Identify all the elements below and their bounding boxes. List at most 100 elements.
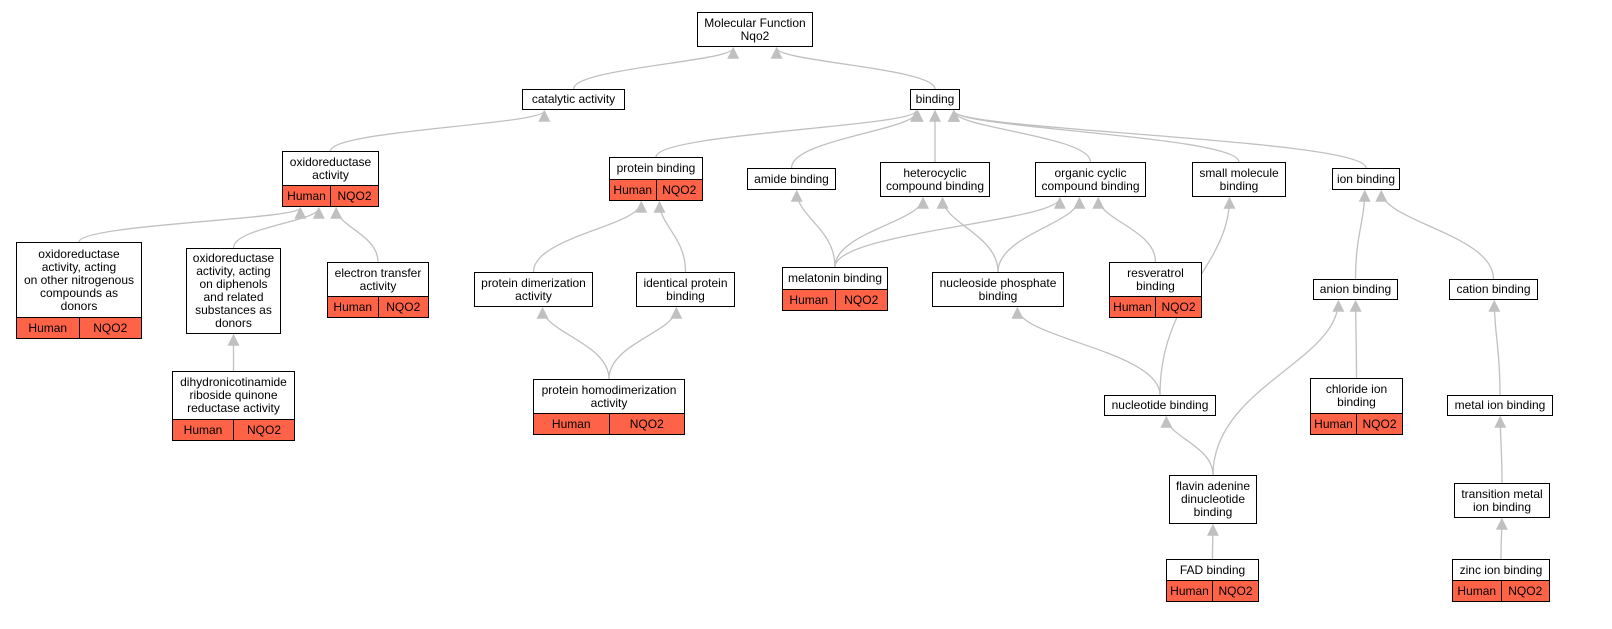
edge-bind-to-mf — [770, 46, 936, 90]
go-term-label: heterocyclic compound binding — [885, 165, 985, 193]
gene-cell: NQO2 — [1356, 414, 1402, 434]
gene-cell: NQO2 — [1212, 581, 1258, 601]
go-term-label: oxidoreductase activity — [289, 154, 372, 182]
edge-smallmol-to-bind — [948, 109, 1240, 163]
go-term-label: Molecular Function Nqo2 — [704, 15, 806, 43]
go-term-label: protein dimerization activity — [481, 275, 586, 303]
edge-melat-to-amide — [790, 189, 836, 268]
edge-oxred-to-cat — [329, 109, 551, 152]
go-term-orgcyc[interactable]: organic cyclic compound binding — [1035, 162, 1146, 197]
go-term-flavin[interactable]: flavin adenine dinucleotide binding — [1169, 475, 1257, 524]
go-term-label: flavin adenine dinucleotide binding — [1175, 479, 1251, 519]
go-term-label: catalytic activity — [531, 92, 616, 106]
go-term-dihydro[interactable]: dihydronicotinamide riboside quinone red… — [172, 371, 295, 441]
go-term-label: cation binding — [1456, 282, 1531, 296]
go-term-label: nucleotide binding — [1111, 398, 1209, 412]
edge-zinc-to-trans — [1495, 517, 1508, 560]
annotation-row: Human NQO2 — [534, 413, 684, 434]
go-term-anion[interactable]: anion binding — [1313, 279, 1398, 300]
gene-cell: NQO2 — [1155, 297, 1201, 317]
go-term-nucleo[interactable]: nucleotide binding — [1104, 395, 1216, 416]
go-term-label: identical protein binding — [643, 275, 728, 303]
gene-cell: NQO2 — [78, 318, 142, 338]
go-term-label: small molecule binding — [1199, 165, 1279, 193]
edge-protb-to-bind — [655, 109, 922, 158]
edge-etrans-to-oxred — [330, 206, 379, 263]
annotation-row: Human NQO2 — [283, 185, 378, 206]
species-cell: Human — [28, 321, 68, 335]
species-cell: Human — [551, 417, 591, 431]
edge-phomo-to-pdimer — [536, 306, 610, 380]
gene-cell: NQO2 — [330, 186, 378, 206]
go-term-ion[interactable]: ion binding — [1332, 168, 1400, 190]
edge-melat-to-hetero — [834, 196, 929, 268]
go-term-label: FAD binding — [1179, 562, 1246, 577]
go-term-trans[interactable]: transition metal ion binding — [1454, 483, 1550, 518]
edge-nucphos-to-hetero — [936, 196, 999, 273]
species-cell: Human — [1314, 417, 1353, 431]
go-term-label: ion binding — [1336, 171, 1396, 186]
go-term-metal[interactable]: metal ion binding — [1447, 395, 1553, 416]
go-term-cation[interactable]: cation binding — [1449, 279, 1538, 300]
go-term-mf[interactable]: Molecular Function Nqo2 — [697, 12, 813, 47]
go-term-amide[interactable]: amide binding — [747, 168, 836, 190]
edge-identp-to-protb — [653, 200, 687, 273]
edge-anion-to-ion — [1354, 189, 1371, 280]
edge-flavin-to-nucleo — [1160, 415, 1214, 476]
go-term-label: electron transfer activity — [334, 265, 422, 293]
go-term-label: transition metal ion binding — [1461, 486, 1543, 514]
edge-ion-to-bind — [948, 109, 1367, 169]
edge-resv-to-orgcyc — [1092, 196, 1157, 263]
go-term-label: amide binding — [754, 171, 829, 186]
edge-cation-to-ion — [1375, 189, 1495, 280]
go-term-oxnitro[interactable]: oxidoreductase activity, acting on other… — [16, 242, 142, 339]
go-term-label: oxidoreductase activity, acting on other… — [23, 246, 135, 313]
gene-cell: NQO2 — [608, 414, 685, 434]
species-cell: Human — [333, 300, 373, 314]
edge-nucleo-to-nucphos — [1011, 306, 1161, 396]
annotation-row: Human NQO2 — [328, 296, 428, 317]
gene-cell: NQO2 — [655, 180, 703, 200]
species-cell: Human — [1170, 584, 1209, 598]
go-term-label: protein homodimerization activity — [541, 382, 677, 410]
edge-oxnitro-to-oxred — [78, 206, 307, 243]
go-term-label: zinc ion binding — [1459, 562, 1543, 577]
annotation-row: Human NQO2 — [17, 317, 141, 338]
go-term-oxdiph[interactable]: oxidoreductase activity, acting on diphe… — [186, 248, 281, 334]
edge-flavin-to-anion — [1212, 299, 1345, 476]
go-term-smallmol[interactable]: small molecule binding — [1192, 162, 1286, 197]
go-term-label: chloride ion binding — [1325, 382, 1388, 409]
go-term-identp[interactable]: identical protein binding — [636, 272, 735, 307]
gene-cell: NQO2 — [834, 290, 888, 310]
go-term-label: oxidoreductase activity, acting on diphe… — [192, 251, 275, 330]
gene-cell: NQO2 — [1500, 581, 1550, 601]
go-term-nucphos[interactable]: nucleoside phosphate binding — [932, 272, 1064, 307]
gene-cell: NQO2 — [377, 297, 429, 317]
edge-nucphos-to-orgcyc — [997, 196, 1086, 273]
go-term-bind[interactable]: binding — [910, 89, 960, 110]
edge-phomo-to-identp — [608, 306, 683, 380]
go-term-pdimer[interactable]: protein dimerization activity — [474, 272, 593, 307]
go-term-label: metal ion binding — [1454, 398, 1546, 412]
go-term-hetero[interactable]: heterocyclic compound binding — [880, 162, 990, 197]
species-cell: Human — [287, 189, 326, 203]
edge-cat-to-mf — [572, 46, 740, 90]
edge-trans-to-metal — [1494, 415, 1507, 484]
go-term-label: anion binding — [1319, 282, 1392, 296]
go-term-cat[interactable]: catalytic activity — [522, 89, 625, 110]
